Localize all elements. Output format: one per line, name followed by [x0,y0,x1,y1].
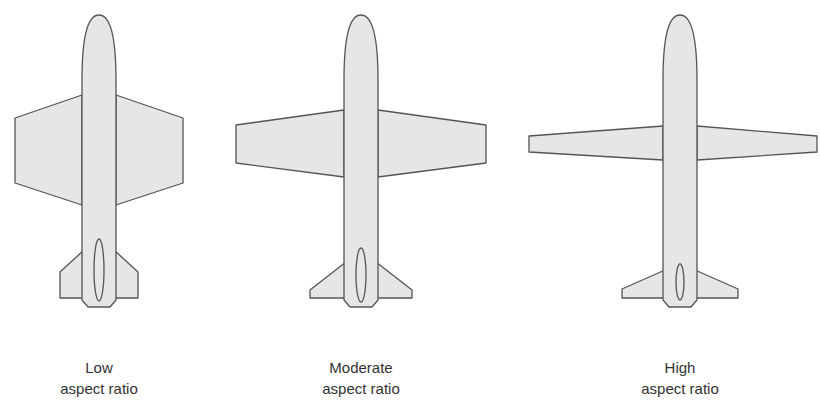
fuselage [344,15,378,307]
left-tail [310,262,346,298]
high-aspect-aircraft [529,15,817,307]
low-aspect-aircraft [15,15,183,307]
right-wing [697,126,817,160]
fuselage [82,15,116,307]
left-wing [529,126,663,160]
right-tail [695,270,738,298]
right-tail [114,250,138,298]
engine-nozzle [94,239,104,301]
left-tail [60,250,84,298]
planform-label: High aspect ratio [641,357,719,399]
fuselage [663,15,697,307]
left-wing [236,110,344,177]
right-tail [376,262,412,298]
right-wing [116,95,183,205]
moderate-aspect-aircraft [236,15,486,307]
left-tail [622,270,665,298]
engine-nozzle [676,264,684,300]
left-wing [15,95,82,205]
engine-nozzle [356,248,366,302]
planform-label: Low aspect ratio [60,357,138,399]
right-wing [378,110,486,177]
planform-label: Moderate aspect ratio [322,357,400,399]
